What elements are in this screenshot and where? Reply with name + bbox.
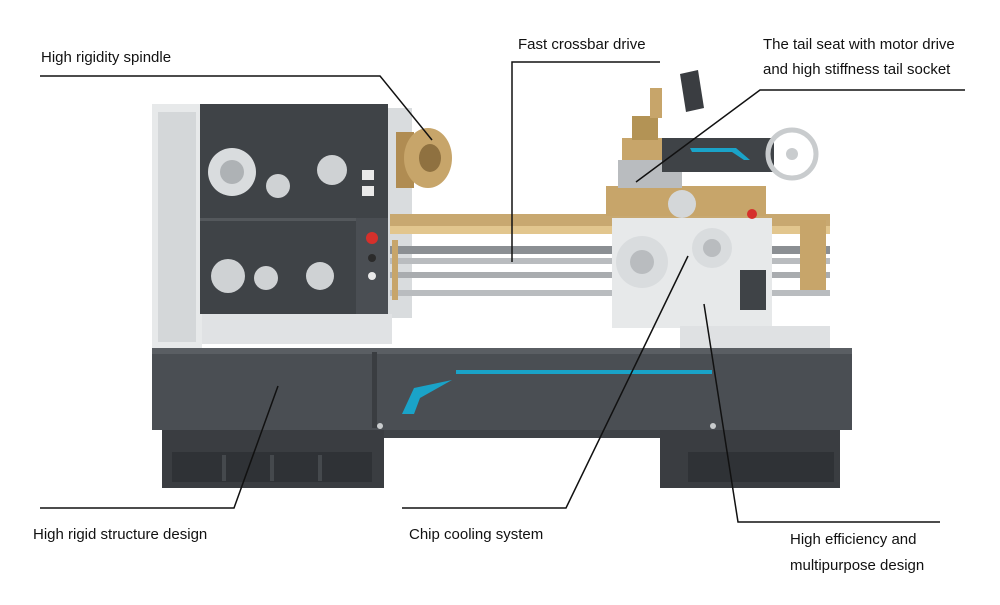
tailstock: [662, 127, 826, 290]
leader-line-crossbar: [511, 61, 660, 262]
leader-line-spindle: [40, 75, 433, 141]
label-tail-seat-line1: The tail seat with motor drive: [763, 36, 955, 53]
leader-line-efficiency: [703, 303, 940, 523]
leader-line-cooling: [402, 255, 689, 509]
label-high-rigid-structure-design: High rigid structure design: [33, 526, 208, 543]
lathe-base: [152, 348, 852, 488]
leader-line-structure: [40, 385, 279, 509]
leader-line-tailstock: [635, 89, 965, 183]
carriage-apron: [606, 186, 830, 348]
spindle-chuck: [396, 128, 452, 188]
label-high-efficiency-line1: High efficiency and: [790, 531, 917, 548]
label-chip-cooling-system: Chip cooling system: [409, 526, 544, 543]
label-fast-crossbar-drive: Fast crossbar drive: [518, 36, 646, 53]
label-high-rigidity-spindle: High rigidity spindle: [41, 49, 172, 66]
label-high-efficiency-line2: multipurpose design: [790, 557, 925, 574]
label-tail-seat-line2: and high stiffness tail socket: [763, 61, 951, 78]
headstock: [152, 104, 412, 348]
